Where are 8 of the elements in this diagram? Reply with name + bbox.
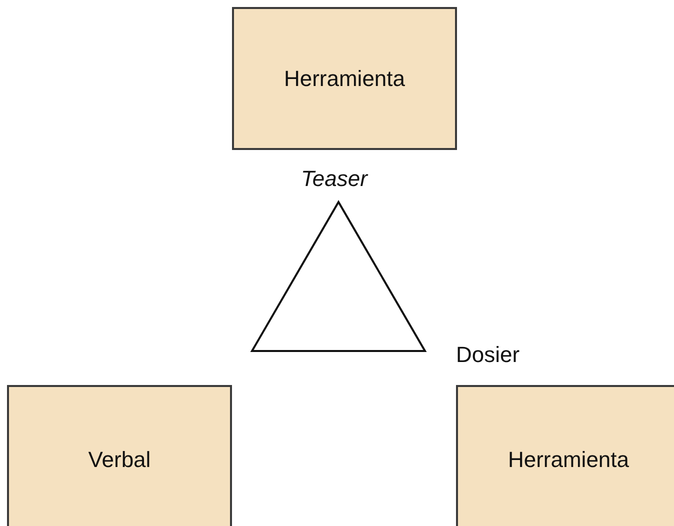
box-label: Herramienta xyxy=(284,66,406,92)
box-label: Verbal xyxy=(88,447,151,473)
box-label: Herramienta xyxy=(508,447,630,473)
annotation-label: Dosier xyxy=(456,342,520,368)
annotation-label: Teaser xyxy=(301,166,368,192)
process-box xyxy=(456,385,674,526)
process-box xyxy=(7,385,232,526)
process-box xyxy=(232,7,457,150)
